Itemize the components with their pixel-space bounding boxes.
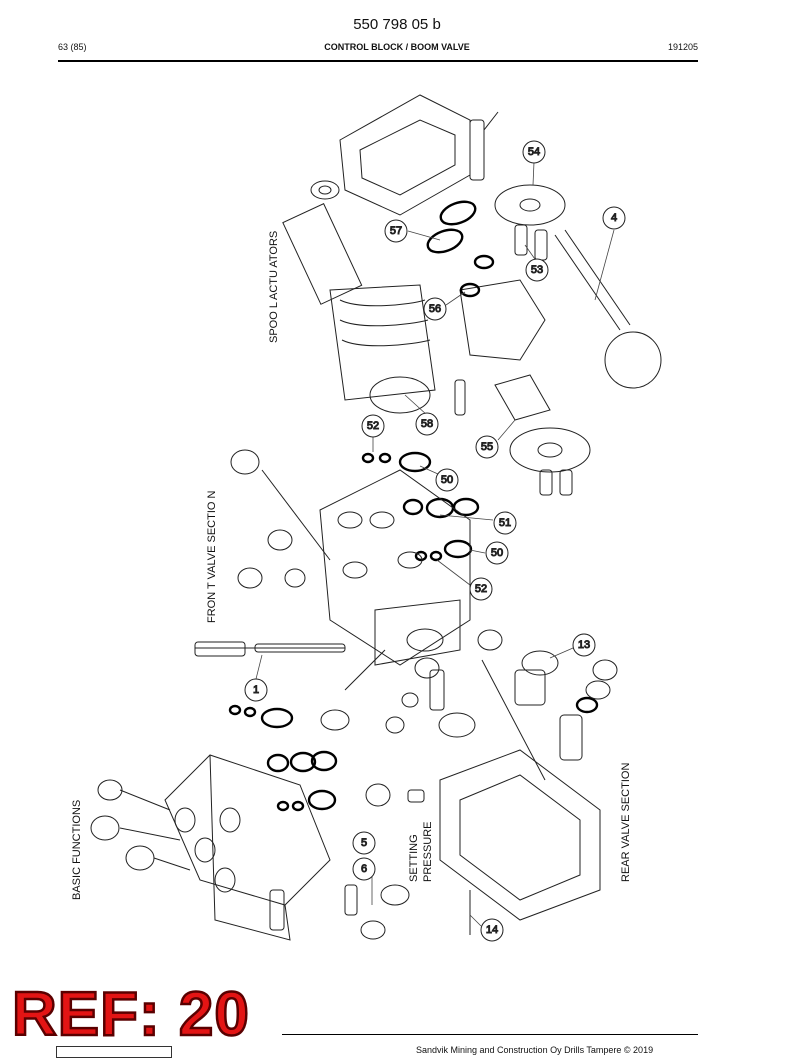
svg-text:52: 52 — [475, 583, 487, 595]
label-setting: SETTING — [408, 834, 420, 882]
callout-54: 54 — [522, 140, 546, 164]
svg-text:54: 54 — [528, 146, 540, 158]
callout-50-upper: 50 — [435, 468, 459, 492]
callout-5: 5 — [352, 831, 376, 855]
svg-text:14: 14 — [486, 924, 498, 936]
callout-50-lower: 50 — [485, 541, 509, 565]
label-pressure: PRESSURE — [422, 821, 434, 882]
svg-text:58: 58 — [421, 418, 433, 430]
svg-text:5: 5 — [361, 837, 367, 849]
svg-text:51: 51 — [499, 517, 511, 529]
callout-4: 4 — [602, 206, 626, 230]
document-number: 550 798 05 b — [353, 16, 441, 33]
svg-text:50: 50 — [441, 474, 453, 486]
callout-14: 14 — [480, 918, 504, 942]
callout-56: 56 — [423, 297, 447, 321]
callout-13: 13 — [572, 633, 596, 657]
svg-text:57: 57 — [390, 225, 402, 237]
callout-1: 1 — [244, 678, 268, 702]
callout-6: 6 — [352, 857, 376, 881]
callout-51: 51 — [493, 511, 517, 535]
label-rear-valve-section: REAR VALVE SECTION — [620, 763, 632, 882]
basic-functions-block — [90, 754, 410, 941]
footer-copyright: Sandvik Mining and Construction Oy Drill… — [416, 1045, 654, 1055]
seal-rings-lower — [228, 696, 599, 812]
callout-53: 53 — [525, 258, 549, 282]
company-logo — [56, 1046, 172, 1058]
label-basic-functions: BASIC FUNCTIONS — [71, 800, 83, 900]
spool-actuator-assembly — [282, 94, 662, 496]
callout-52-upper: 52 — [361, 414, 385, 438]
svg-text:13: 13 — [578, 639, 590, 651]
callout-57: 57 — [384, 219, 408, 243]
page-number: 63 (85) — [58, 42, 87, 52]
page-title: CONTROL BLOCK / BOOM VALVE — [324, 42, 470, 52]
svg-text:55: 55 — [481, 441, 493, 453]
svg-text:1: 1 — [253, 684, 259, 696]
revision-date: 191205 — [667, 42, 698, 52]
front-valve-section-body — [194, 449, 476, 738]
rear-valve-section-body — [365, 629, 618, 935]
callout-52-lower: 52 — [469, 577, 493, 601]
svg-text:6: 6 — [361, 863, 367, 875]
leader-lines — [255, 161, 615, 927]
seal-rings-upper — [361, 200, 495, 562]
label-front-valve-section: FRON T VALVE SECTIO N — [206, 491, 218, 623]
svg-text:52: 52 — [367, 420, 379, 432]
header-rule — [58, 60, 698, 62]
svg-text:4: 4 — [611, 212, 617, 224]
label-spool-actuators: SPOO L ACTU ATORS — [268, 231, 280, 343]
ref-stamp: REF: 20 — [11, 980, 250, 1049]
svg-text:50: 50 — [491, 547, 503, 559]
svg-text:53: 53 — [531, 264, 543, 276]
callout-58: 58 — [415, 412, 439, 436]
callout-55: 55 — [475, 435, 499, 459]
footer-rule — [282, 1034, 698, 1035]
svg-text:56: 56 — [429, 303, 441, 315]
